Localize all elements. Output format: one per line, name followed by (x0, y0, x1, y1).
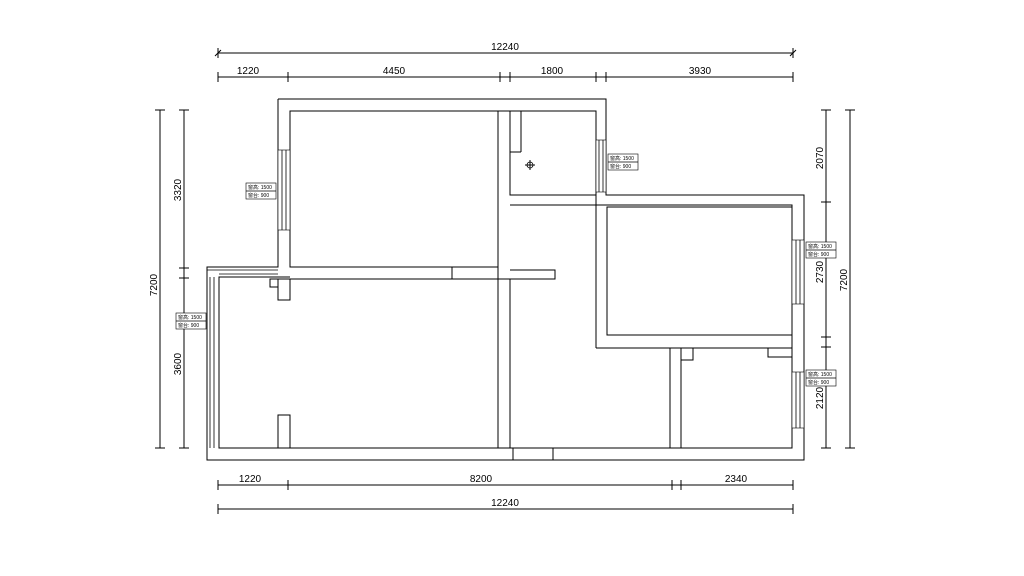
bedroom-2 (595, 205, 793, 348)
svg-text:窗高: 1500: 窗高: 1500 (610, 155, 634, 162)
window-tag-bedroom-1: 窗高: 1500 窗台: 900 (245, 182, 277, 200)
left-total-label: 7200 (149, 273, 160, 296)
svg-text:窗高: 1500: 窗高: 1500 (808, 243, 832, 250)
window-small-room (791, 371, 805, 429)
interior-partitions (269, 266, 556, 460)
window-bedroom-2 (791, 239, 805, 305)
small-room (596, 347, 793, 448)
bottom-seg-3: 2340 (725, 474, 748, 485)
svg-text:窗台: 900: 窗台: 900 (610, 163, 631, 170)
svg-text:窗高: 1500: 窗高: 1500 (248, 184, 272, 191)
right-total-label: 7200 (839, 268, 850, 291)
bedroom-1 (289, 110, 499, 268)
top-dimension-segments: 1220 4450 1800 3930 (217, 66, 794, 82)
bottom-total-label: 12240 (491, 498, 519, 509)
top-seg-3: 1800 (541, 66, 564, 77)
top-seg-1: 1220 (237, 66, 260, 77)
svg-text:窗高: 1500: 窗高: 1500 (808, 371, 832, 378)
bathroom (509, 110, 597, 206)
left-dimension-total: 7200 (149, 109, 165, 449)
right-seg-3: 2120 (815, 386, 826, 409)
right-seg-2: 2730 (815, 260, 826, 283)
window-bedroom-1 (277, 149, 291, 231)
window-tag-bedroom-2: 窗高: 1500 窗台: 900 (805, 241, 837, 259)
top-seg-2: 4450 (383, 66, 406, 77)
window-tag-small-room: 窗高: 1500 窗台: 900 (805, 369, 837, 387)
right-seg-1: 2070 (815, 146, 826, 169)
window-tag-bathroom: 窗高: 1500 窗台: 900 (607, 153, 639, 171)
bottom-seg-1: 1220 (239, 474, 262, 485)
window-left-balcony (207, 269, 278, 448)
bottom-seg-2: 8200 (470, 474, 493, 485)
right-dimension-segments: 2070 2730 2120 (815, 109, 831, 449)
svg-text:窗台: 900: 窗台: 900 (808, 379, 829, 386)
top-seg-4: 3930 (689, 66, 712, 77)
left-dimension-segments: 3320 3600 (173, 109, 189, 449)
left-seg-1: 3320 (173, 178, 184, 201)
bottom-dimension-total: 12240 (217, 498, 794, 514)
top-total-label: 12240 (491, 42, 519, 53)
right-dimension-total: 7200 (839, 109, 855, 449)
top-dimension-total: 12240 (214, 42, 797, 58)
left-seg-2: 3600 (173, 352, 184, 375)
svg-text:窗台: 900: 窗台: 900 (248, 192, 269, 199)
svg-text:窗台: 900: 窗台: 900 (178, 322, 199, 329)
window-bathroom (595, 139, 607, 193)
svg-text:窗台: 900: 窗台: 900 (808, 251, 829, 258)
svg-text:窗高: 1500: 窗高: 1500 (178, 314, 202, 321)
window-tag-living: 窗高: 1500 窗台: 900 (175, 312, 207, 330)
bottom-dimension-segments: 1220 8200 2340 (217, 474, 794, 490)
